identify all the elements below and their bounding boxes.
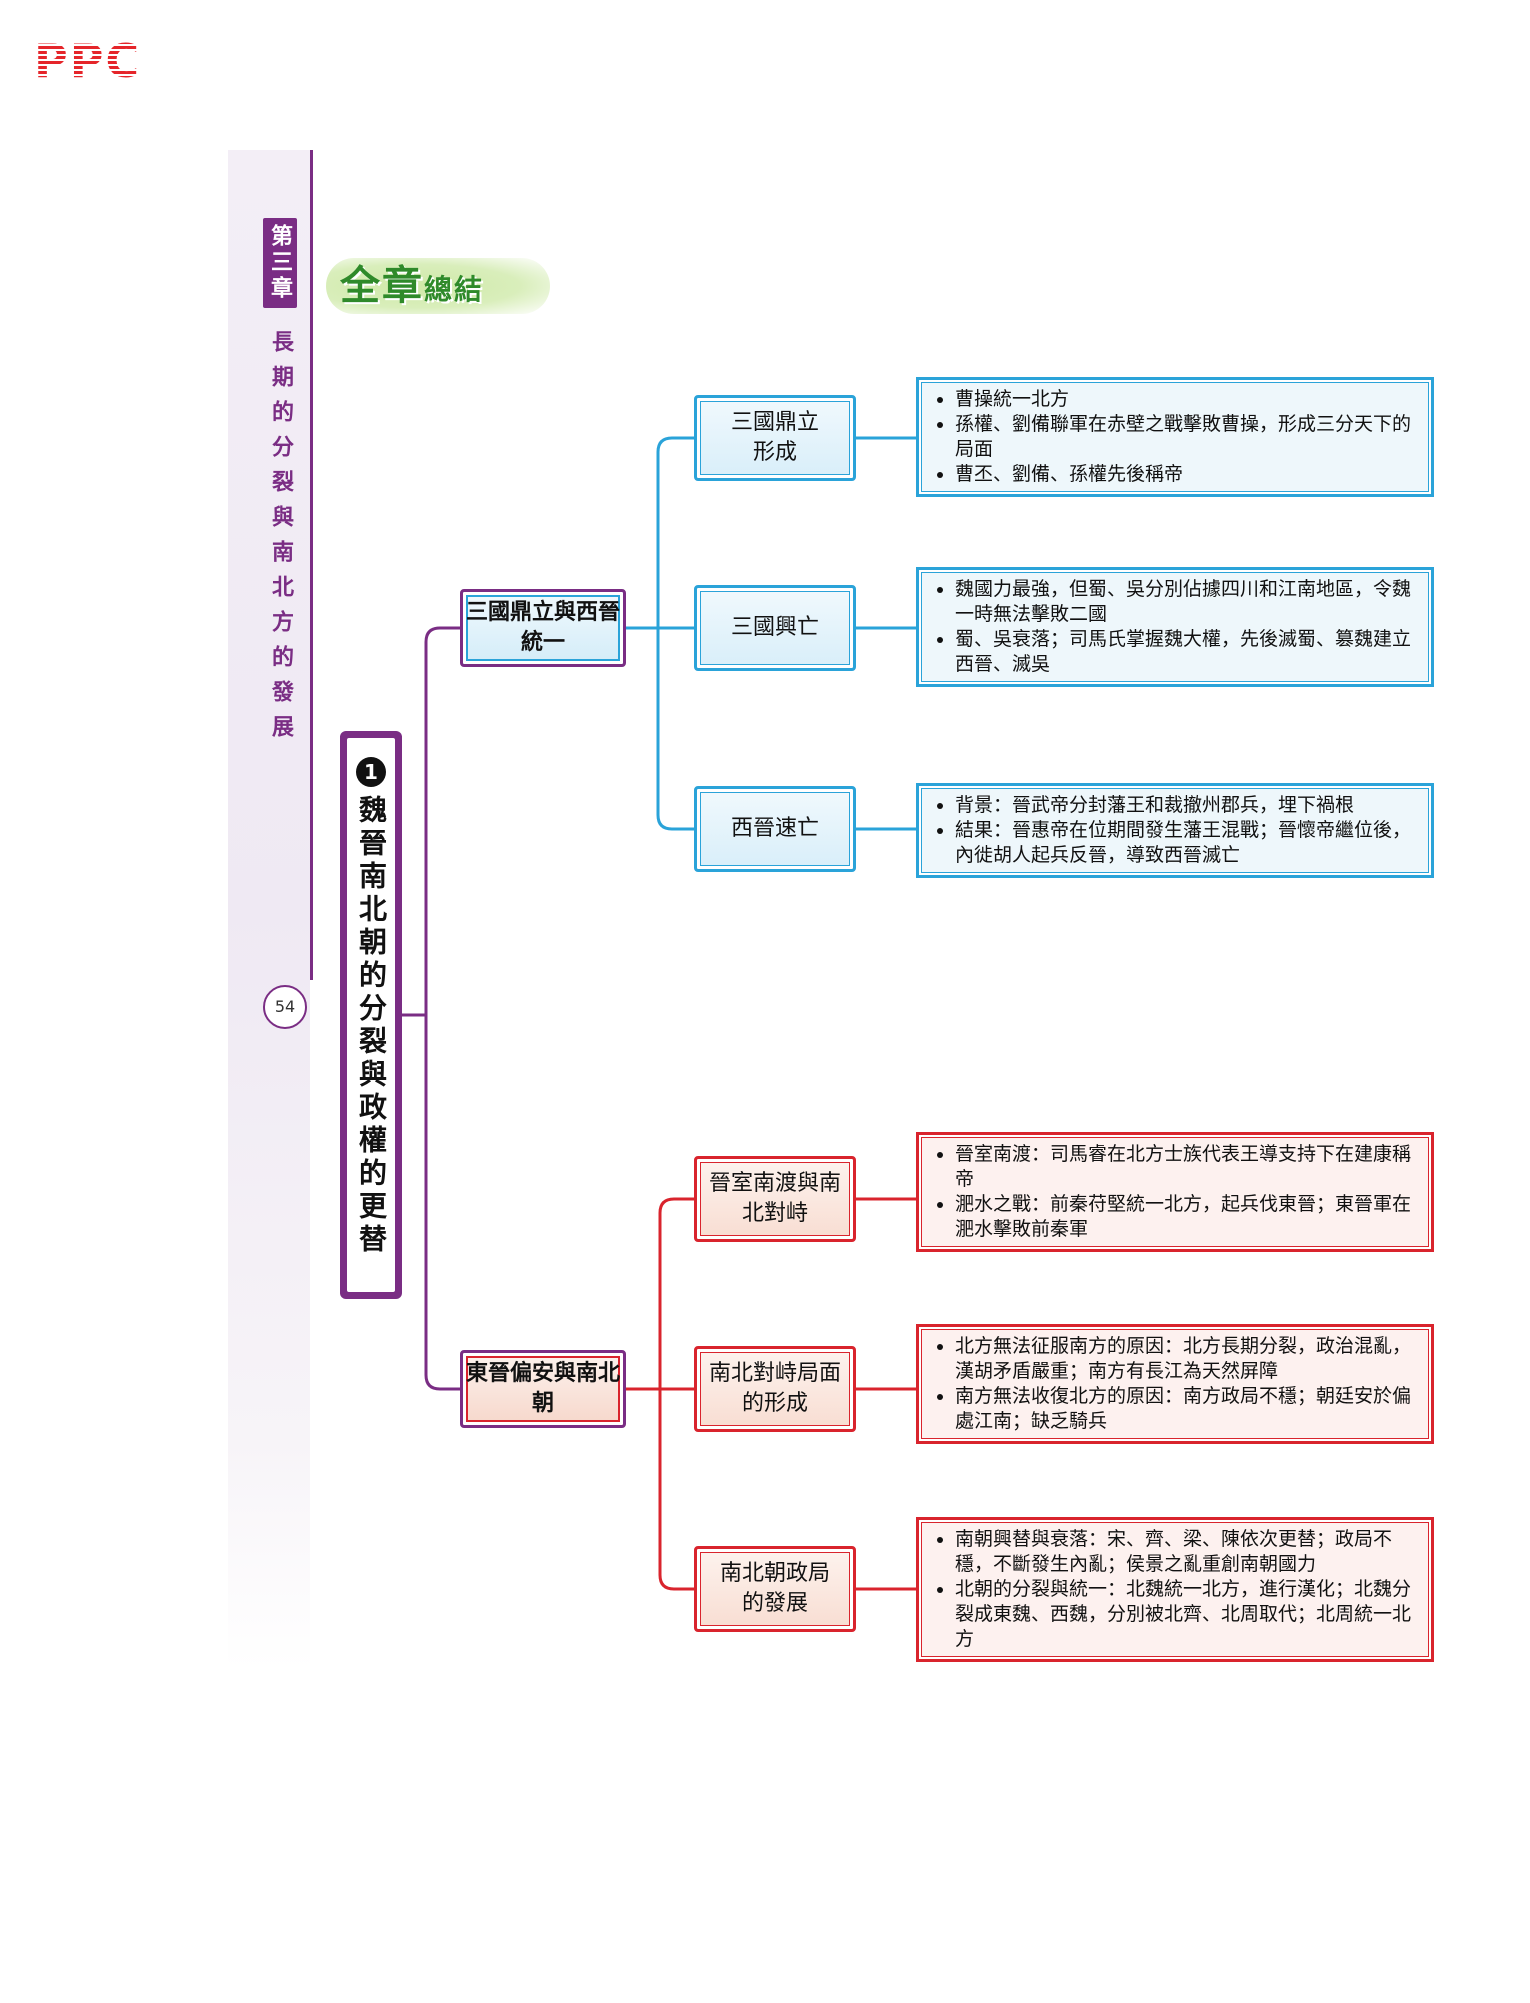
section-box-eastern-jin: 東晉偏安與南北朝 bbox=[460, 1350, 626, 1428]
detail-point: 北朝的分裂與統一：北魏統一北方，進行漢化；北魏分裂成東魏、西魏，分別被北齊、北周… bbox=[955, 1577, 1419, 1652]
detail-point: 南朝興替與衰落：宋、齊、梁、陳依次更替；政局不穩，不斷發生內亂；侯景之亂重創南朝… bbox=[955, 1527, 1419, 1577]
detail-box-three-kingdoms-rise-fall: 魏國力最強，但蜀、吳分別佔據四川和江南地區，令魏一時無法擊敗二國 蜀、吳衰落；司… bbox=[916, 567, 1434, 687]
topic-box-western-jin-fall: 西晉速亡 bbox=[694, 786, 856, 872]
detail-point: 晉室南渡：司馬睿在北方士族代表王導支持下在建康稱帝 bbox=[955, 1142, 1419, 1192]
topic-box-three-kingdoms-rise-fall: 三國興亡 bbox=[694, 585, 856, 671]
topic-label: 晉室南渡與南北對峙 bbox=[709, 1171, 842, 1226]
heading-main-text: 全章 bbox=[340, 262, 424, 309]
detail-box-three-kingdoms-formation: 曹操統一北方 孫權、劉備聯軍在赤壁之戰擊敗曹操，形成三分天下的局面 曹丕、劉備、… bbox=[916, 377, 1434, 497]
heading-small-text: 總結 bbox=[424, 273, 485, 306]
detail-box-western-jin-fall: 背景：晉武帝分封藩王和裁撤州郡兵，埋下禍根 結果：晉惠帝在位期間發生藩王混戰；晉… bbox=[916, 783, 1434, 878]
chapter-topic-box bbox=[346, 737, 396, 1293]
detail-point: 蜀、吳衰落；司馬氏掌握魏大權，先後滅蜀、篡魏建立西晉、滅吳 bbox=[955, 627, 1419, 677]
detail-point: 北方無法征服南方的原因：北方長期分裂，政治混亂，漢胡矛盾嚴重；南方有長江為天然屏… bbox=[955, 1334, 1419, 1384]
chapter-sidebar bbox=[228, 150, 310, 1670]
topic-label: 南北朝政局的發展 bbox=[720, 1561, 831, 1616]
topic-box-southern-northern-dynasties: 南北朝政局的發展 bbox=[694, 1546, 856, 1632]
topic-box-north-south-standoff: 南北對峙局面的形成 bbox=[694, 1346, 856, 1432]
section-label: 東晉偏安與南北朝 bbox=[465, 1361, 620, 1416]
topic-number-badge: 1 bbox=[356, 757, 386, 787]
section-box-three-kingdoms: 三國鼎立與西晉統一 bbox=[460, 589, 626, 667]
topic-title: 魏晉南北朝的分裂與政權的更替 bbox=[355, 795, 388, 1257]
section-heading: 全章總結 bbox=[340, 262, 484, 314]
detail-point: 孫權、劉備聯軍在赤壁之戰擊敗曹操，形成三分天下的局面 bbox=[955, 412, 1419, 462]
detail-point: 曹操統一北方 bbox=[955, 387, 1419, 412]
detail-box-north-south-standoff: 北方無法征服南方的原因：北方長期分裂，政治混亂，漢胡矛盾嚴重；南方有長江為天然屏… bbox=[916, 1324, 1434, 1444]
page-number: 54 bbox=[263, 985, 307, 1029]
heading-brush-background bbox=[326, 258, 550, 314]
section-label: 三國鼎立與西晉統一 bbox=[465, 600, 620, 655]
connector-topic-details-blue bbox=[854, 436, 918, 831]
detail-point: 魏國力最強，但蜀、吳分別佔據四川和江南地區，令魏一時無法擊敗二國 bbox=[955, 577, 1419, 627]
detail-box-jin-south-migration: 晉室南渡：司馬睿在北方士族代表王導支持下在建康稱帝 淝水之戰：前秦苻堅統一北方，… bbox=[916, 1132, 1434, 1252]
chapter-number-tab: 第三章 bbox=[263, 218, 297, 308]
detail-point: 南方無法收復北方的原因：南方政局不穩；朝廷安於偏處江南；缺乏騎兵 bbox=[955, 1384, 1419, 1434]
sidebar-divider bbox=[310, 150, 313, 980]
topic-label: 三國鼎立形成 bbox=[730, 410, 819, 465]
topic-label: 南北對峙局面的形成 bbox=[709, 1361, 842, 1416]
connector-topic-details-red bbox=[854, 1197, 918, 1591]
topic-label: 三國興亡 bbox=[730, 615, 819, 640]
connector-section1-topics bbox=[624, 436, 714, 831]
publisher-logo: PPC bbox=[34, 34, 142, 88]
detail-point: 淝水之戰：前秦苻堅統一北方，起兵伐東晉；東晉軍在淝水擊敗前秦軍 bbox=[955, 1192, 1419, 1242]
chapter-title: 長期的分裂與南北方的發展 bbox=[268, 330, 294, 750]
detail-box-southern-northern-dynasties: 南朝興替與衰落：宋、齊、梁、陳依次更替；政局不穩，不斷發生內亂；侯景之亂重創南朝… bbox=[916, 1517, 1434, 1662]
connector-section2-topics bbox=[624, 1197, 696, 1591]
detail-point: 結果：晉惠帝在位期間發生藩王混戰；晉懷帝繼位後，內徙胡人起兵反晉，導致西晉滅亡 bbox=[955, 818, 1419, 868]
connector-main-to-sections bbox=[400, 626, 462, 1391]
detail-point: 曹丕、劉備、孫權先後稱帝 bbox=[955, 462, 1419, 487]
topic-box-jin-south-migration: 晉室南渡與南北對峙 bbox=[694, 1156, 856, 1242]
topic-label: 西晉速亡 bbox=[730, 816, 819, 841]
detail-point: 背景：晉武帝分封藩王和裁撤州郡兵，埋下禍根 bbox=[955, 793, 1419, 818]
topic-box-three-kingdoms-formation: 三國鼎立形成 bbox=[694, 395, 856, 481]
